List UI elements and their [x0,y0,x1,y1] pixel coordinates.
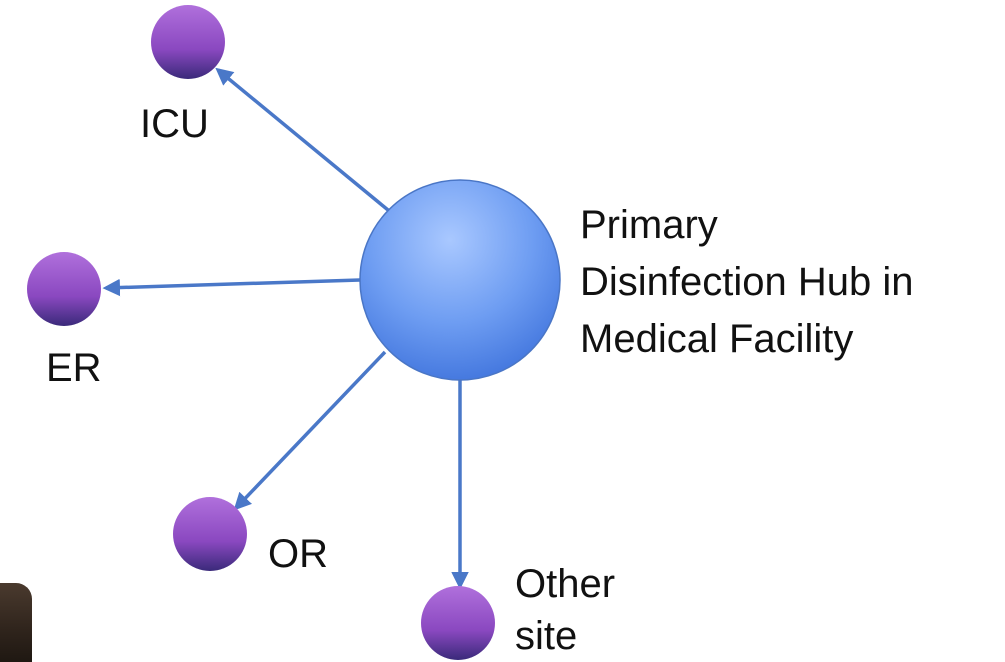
hub-label-line-3: Medical Facility [580,317,854,361]
node-label-icu: ICU [140,102,209,146]
node-label-other: Other site [515,558,615,662]
photo-fragment [0,583,32,662]
hub-label-line-1: Primary [580,203,718,247]
node-icu [151,5,225,79]
arrow-to-or [233,350,387,511]
node-label-or: OR [268,532,328,576]
hub-node [359,179,561,381]
hub-label: Primary Disinfection Hub in Medical Faci… [580,197,914,368]
node-label-other-line-2: site [515,614,578,658]
node-or [173,497,247,571]
node-label-other-line-1: Other [515,562,616,606]
arrow-to-icu [215,67,390,212]
hub-label-line-2: Disinfection Hub in [580,260,914,304]
node-other [421,586,495,660]
arrow-to-er [102,278,361,297]
node-er [27,252,101,326]
node-label-er: ER [46,346,102,390]
